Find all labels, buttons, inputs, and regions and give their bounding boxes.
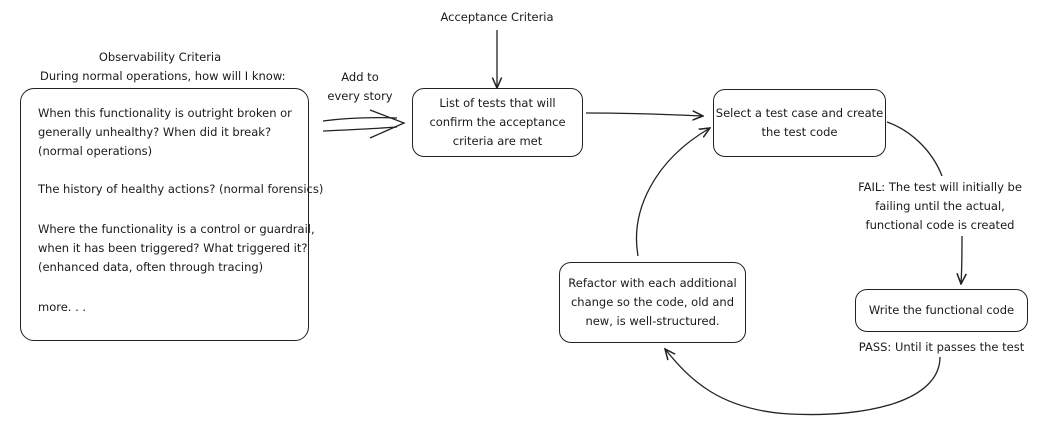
paragraph-line: when it has been triggered? What trigger… (38, 241, 308, 255)
add-arrow-bottom (322, 126, 398, 132)
tests-box-line: List of tests that will (439, 96, 556, 110)
fail-label: FAIL: The test will initially be failing… (855, 178, 1025, 235)
add-label-line: Add to (341, 70, 379, 84)
observability-subtitle-line: During normal operations, how will I kno… (40, 69, 286, 83)
select-test-case-box: Select a test case and create the test c… (713, 89, 886, 157)
select-box-text: Select a test case and create the test c… (714, 90, 885, 156)
refactor-box: Refactor with each additional change so … (559, 262, 746, 343)
refactor-box-line: change so the code, old and (570, 295, 735, 309)
add-arrow-top (322, 116, 398, 122)
refactor-box-text: Refactor with each additional change so … (560, 263, 745, 342)
tests-box-line: criteria are met (452, 134, 543, 148)
paragraph-line: (enhanced data, often through tracing) (38, 260, 264, 274)
fail-line: FAIL: The test will initially be (858, 180, 1022, 194)
observability-box: When this functionality is outright brok… (20, 88, 323, 341)
add-to-every-story-label: Add to every story (320, 68, 400, 106)
pass-label: PASS: Until it passes the test (858, 340, 1025, 354)
paragraph-line: The history of healthy actions? (normal … (38, 182, 324, 196)
refactor-to-select-arrow (635, 128, 710, 257)
pass-to-refactor-arrow (665, 349, 941, 416)
write-functional-code-box: Write the functional code (855, 289, 1028, 332)
paragraph-line: When this functionality is outright brok… (38, 106, 292, 120)
observability-paragraph-more: more. . . (38, 298, 86, 317)
select-box-line: the test code (761, 125, 838, 139)
tests-box-text: List of tests that will confirm the acce… (413, 89, 582, 156)
acceptance-criteria-label: Acceptance Criteria (440, 10, 554, 24)
tests-to-select-arrow (585, 113, 703, 116)
observability-paragraph-2: The history of healthy actions? (normal … (38, 180, 323, 199)
refactor-box-line: new, is well-structured. (585, 314, 720, 328)
observability-title: Observability Criteria During normal ope… (40, 48, 286, 86)
paragraph-line: generally unhealthy? When did it break? (38, 125, 272, 139)
fail-to-write-arrow (961, 235, 962, 284)
paragraph-line: more. . . (38, 300, 87, 314)
fail-line: functional code is created (865, 218, 1015, 232)
add-label-line: every story (327, 89, 393, 103)
tests-box: List of tests that will confirm the acce… (412, 88, 583, 157)
tests-box-line: confirm the acceptance (429, 115, 566, 129)
select-to-fail-arrow (886, 121, 943, 177)
observability-paragraph-3: Where the functionality is a control or … (38, 220, 315, 277)
write-box-text: Write the functional code (868, 303, 1015, 317)
observability-paragraph-1: When this functionality is outright brok… (38, 104, 292, 161)
paragraph-line: (normal operations) (38, 144, 153, 158)
observability-title-line: Observability Criteria (98, 50, 222, 64)
refactor-box-line: Refactor with each additional (568, 276, 737, 290)
paragraph-line: Where the functionality is a control or … (38, 222, 315, 236)
add-arrow-head (369, 109, 406, 139)
fail-line: failing until the actual, (875, 199, 1005, 213)
select-box-line: Select a test case and create (715, 106, 884, 120)
